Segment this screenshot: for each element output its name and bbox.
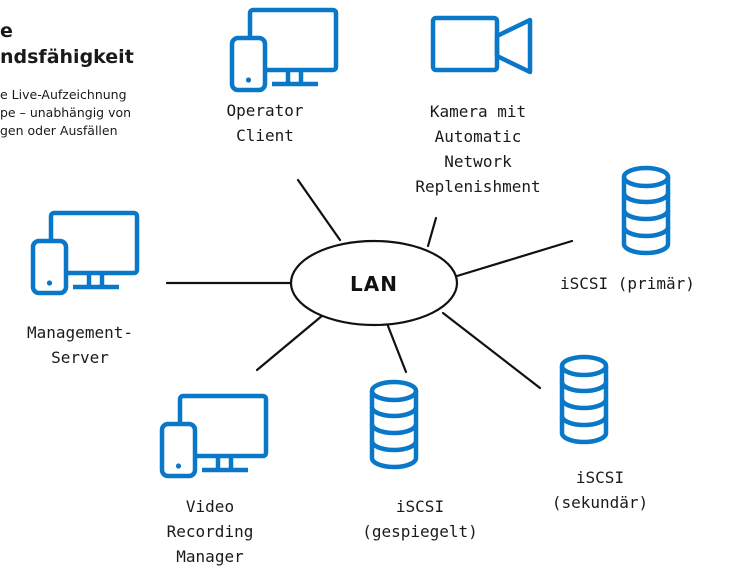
- management-server-label: Management- Server: [27, 323, 133, 367]
- description-text: e Live-Aufzeichnung pe – unabhängig von …: [0, 87, 132, 138]
- vrm-node: [162, 396, 266, 476]
- video-camera-icon: [430, 15, 533, 75]
- vrm-label: Video Recording Manager: [166, 497, 254, 566]
- link-operator-client: [296, 178, 342, 242]
- link-vrm: [255, 313, 325, 372]
- computer-icon: [162, 396, 266, 476]
- iscsi-primary-label: iSCSI (primär): [560, 274, 695, 293]
- database-icon: [372, 382, 416, 467]
- operator-client-label: Operator Client: [226, 101, 304, 145]
- database-icon: [624, 168, 668, 253]
- page-heading: e ndsfähigkeit: [0, 20, 134, 68]
- computer-icon: [232, 10, 336, 90]
- iscsi-mirrored-node: [372, 382, 416, 467]
- iscsi-secondary-label: iSCSI (sekundär): [551, 468, 649, 512]
- link-camera: [426, 216, 438, 248]
- operator-client-node: [232, 10, 336, 90]
- database-icon: [562, 357, 606, 442]
- camera-label: Kamera mit Automatic Network Replenishme…: [415, 102, 541, 196]
- computer-icon: [33, 213, 137, 293]
- iscsi-mirrored-label: iSCSI (gespiegelt): [362, 497, 478, 541]
- lan-hub: LAN: [289, 239, 459, 327]
- lan-label: LAN: [350, 272, 398, 296]
- link-iscsi-primary: [455, 239, 574, 278]
- iscsi-secondary-node: [562, 357, 606, 442]
- iscsi-primary-node: [624, 168, 668, 253]
- camera-node: [430, 15, 533, 75]
- management-server-node: [33, 213, 137, 293]
- link-iscsi-mirrored: [386, 324, 408, 374]
- connections: [165, 178, 574, 390]
- link-iscsi-secondary: [441, 311, 542, 390]
